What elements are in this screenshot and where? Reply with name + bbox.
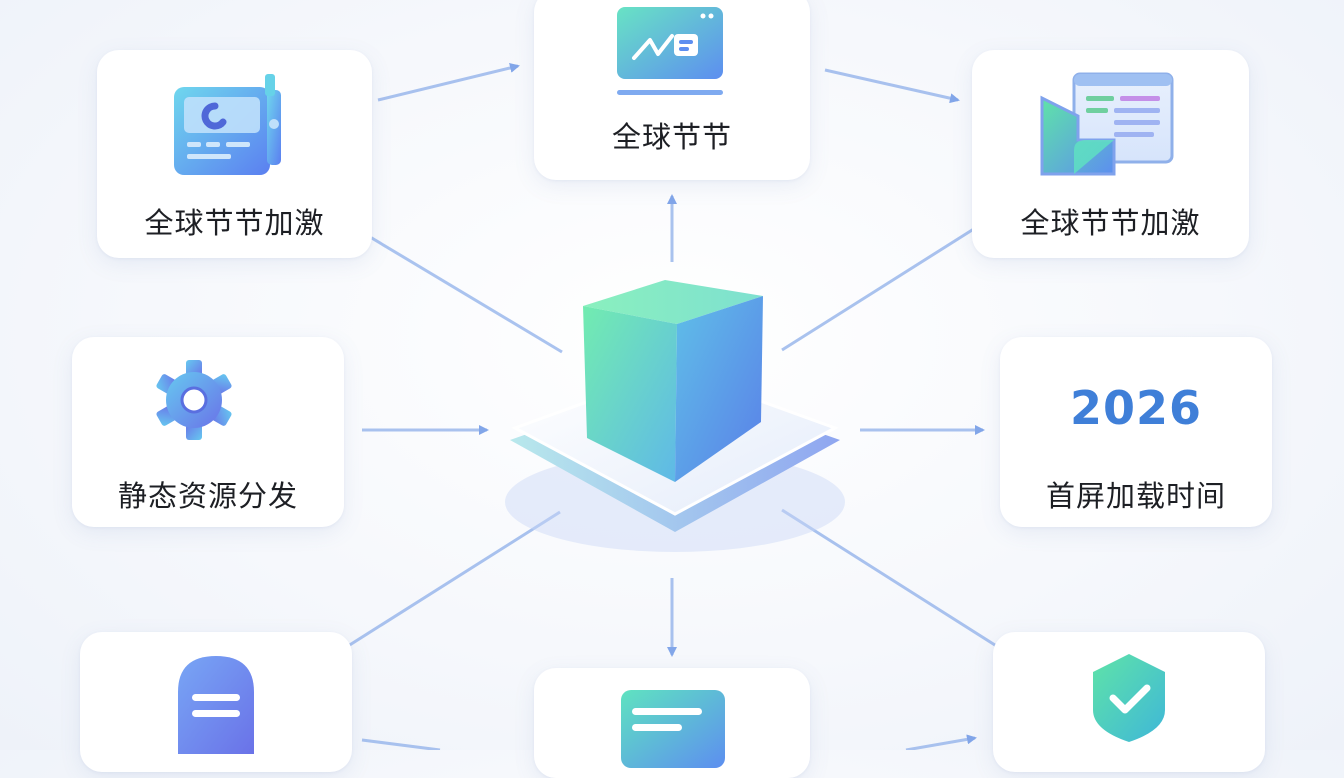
node-card-bottom-right bbox=[993, 632, 1265, 772]
cube-platform-icon bbox=[505, 280, 845, 552]
metric-number: 2026 bbox=[1069, 381, 1203, 435]
server-monitor-icon bbox=[174, 74, 281, 175]
node-card-top-right: 全球节节加激 bbox=[972, 50, 1249, 258]
arrow-top-left-to-top-center bbox=[377, 63, 520, 102]
node-card-bottom-left bbox=[80, 632, 352, 772]
arrow-bottom-left-to-bottom-center bbox=[361, 738, 441, 750]
arrow-hub-to-bottom-right bbox=[781, 508, 1030, 668]
node-card-top-left: 全球节节加激 bbox=[97, 50, 372, 258]
connector-arrows bbox=[316, 63, 1030, 750]
arrow-top-center-to-top-right bbox=[824, 68, 960, 104]
dashboard-window-icon bbox=[1040, 72, 1174, 176]
node-label: 全球节节 bbox=[611, 120, 732, 154]
node-card-middle-left: 静态资源分发 bbox=[72, 337, 344, 527]
node-card-bottom-center bbox=[534, 668, 810, 778]
shield-check-icon bbox=[1093, 654, 1165, 742]
arrow-top-left-to-hub bbox=[349, 223, 563, 354]
monitor-analytics-icon bbox=[617, 7, 723, 95]
arrow-hub-to-top-right bbox=[781, 218, 990, 352]
node-label: 首屏加载时间 bbox=[1045, 479, 1226, 513]
node-card-top-center: 全球节节 bbox=[534, 0, 810, 180]
arrow-bottom-center-to-bottom-right bbox=[905, 734, 977, 750]
node-label: 全球节节加激 bbox=[144, 206, 325, 240]
node-card-middle-right: 2026 首屏加载时间 bbox=[1000, 337, 1272, 527]
gear-icon bbox=[156, 360, 232, 440]
lock-icon bbox=[178, 656, 254, 754]
node-label: 全球节节加激 bbox=[1020, 206, 1201, 240]
node-label: 静态资源分发 bbox=[117, 479, 298, 513]
arrow-hub-to-bottom-left bbox=[316, 510, 561, 667]
document-list-icon bbox=[621, 690, 725, 768]
